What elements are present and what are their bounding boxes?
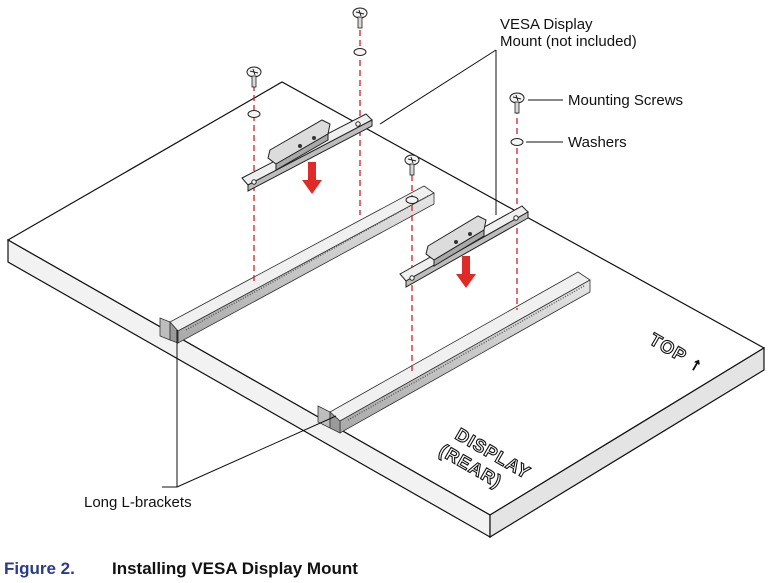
washer-icon [510, 138, 524, 146]
vesa-mount-label-line1: VESA Display [500, 16, 593, 33]
mounting-screws-label: Mounting Screws [568, 92, 683, 109]
vesa-mount-label-line2: Mount (not included) [500, 33, 637, 50]
washer-icon [247, 110, 261, 118]
down-arrow-icon [456, 256, 476, 288]
figure-number: Figure 2. [4, 559, 75, 578]
washer-icon [353, 48, 367, 56]
vesa-mount-plate-right [399, 205, 529, 288]
l-bracket-left [159, 185, 435, 344]
long-l-brackets-label: Long L-brackets [84, 494, 192, 511]
washer-icon [405, 196, 419, 204]
down-arrow-icon [302, 162, 322, 194]
vesa-mount-plate-left [241, 113, 373, 192]
figure-title: Installing VESA Display Mount [112, 559, 358, 578]
l-bracket-right [317, 271, 591, 434]
screw-icon [352, 7, 368, 29]
leader-lines [162, 49, 563, 488]
screw-icon [509, 92, 525, 114]
display-panel [6, 81, 766, 539]
washers-label: Washers [568, 134, 627, 151]
screw-icon [246, 66, 262, 88]
screw-icon [404, 154, 420, 176]
